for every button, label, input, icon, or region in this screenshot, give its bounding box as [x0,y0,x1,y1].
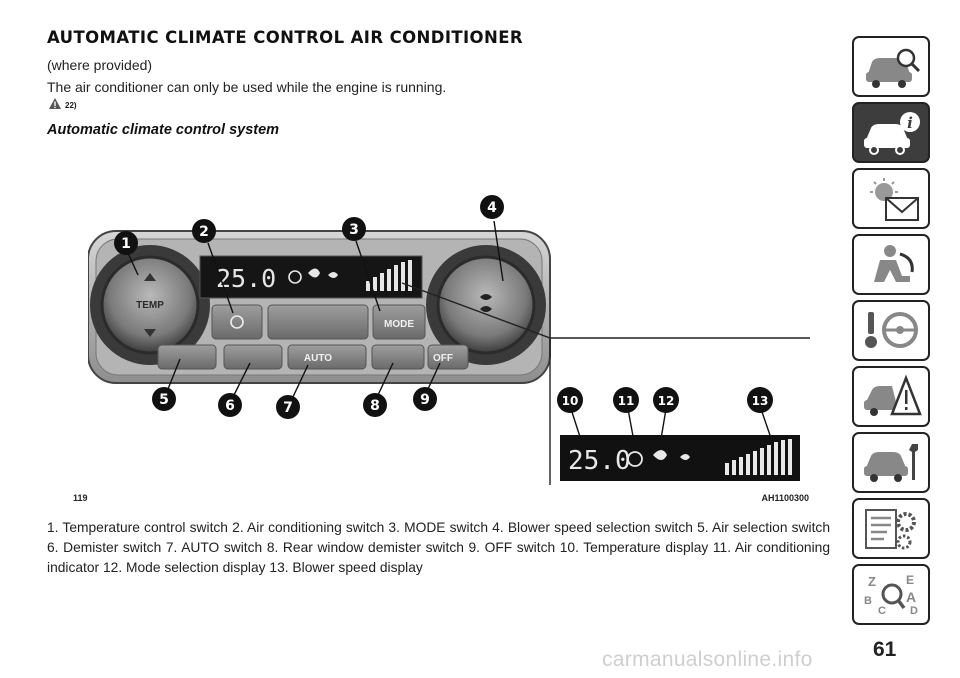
data-sheet-gear-icon [865,509,916,550]
warning-light-message-icon [870,178,919,221]
tab-warning-lights[interactable] [852,168,930,229]
airbag-seat-icon [874,245,914,282]
index-magnifier-icon: Z E B A C D [864,573,918,617]
tab-car-info[interactable]: i [852,102,930,163]
figure-number: 119 [73,493,88,503]
panel-temperature-display: 25.0 [216,264,276,293]
svg-text:A: A [906,589,916,605]
car-wrench-icon [864,444,918,482]
section-heading: AUTOMATIC CLIMATE CONTROL AIR CONDITIONE… [47,28,523,47]
svg-text:B: B [864,595,872,607]
tab-maintenance[interactable] [852,432,930,493]
warning-reference: 22) [65,101,77,110]
tab-index[interactable]: Z E B A C D [852,564,930,625]
tab-car-search[interactable] [852,36,930,97]
tab-starting-driving[interactable] [852,300,930,361]
warning-triangle-icon [49,98,61,109]
intro-text: The air conditioner can only be used whi… [47,79,447,95]
auto-button-label: AUTO [304,353,332,364]
availability-note: (where provided) [47,57,153,73]
tab-safety[interactable] [852,234,930,295]
watermark: carmanualsonline.info [602,648,813,671]
svg-text:C: C [878,605,886,617]
svg-text:E: E [906,573,914,587]
car-info-icon: i [864,112,920,155]
svg-text:D: D [910,605,918,617]
climate-control-figure: TEMP 25.0 MODE AUTO OFF [88,163,810,485]
tab-technical-data[interactable] [852,498,930,559]
inset-temperature-display: 25.0 [568,446,631,476]
figure-title: Automatic climate control system [47,122,280,138]
off-button-label: OFF [433,353,453,364]
mode-button-label: MODE [384,319,414,330]
key-steering-wheel-icon [865,312,918,348]
car-search-icon [866,48,921,88]
figure-caption: 1. Temperature control switch 2. Air con… [47,520,830,575]
svg-text:i: i [907,114,913,132]
tab-emergency[interactable] [852,366,930,427]
page-number: 61 [873,638,897,661]
display-segments [288,260,412,291]
figure-code: AH1100300 [761,493,809,503]
car-crash-warning-icon [864,374,922,416]
svg-text:Z: Z [868,574,876,589]
temp-knob-label: TEMP [136,300,164,311]
